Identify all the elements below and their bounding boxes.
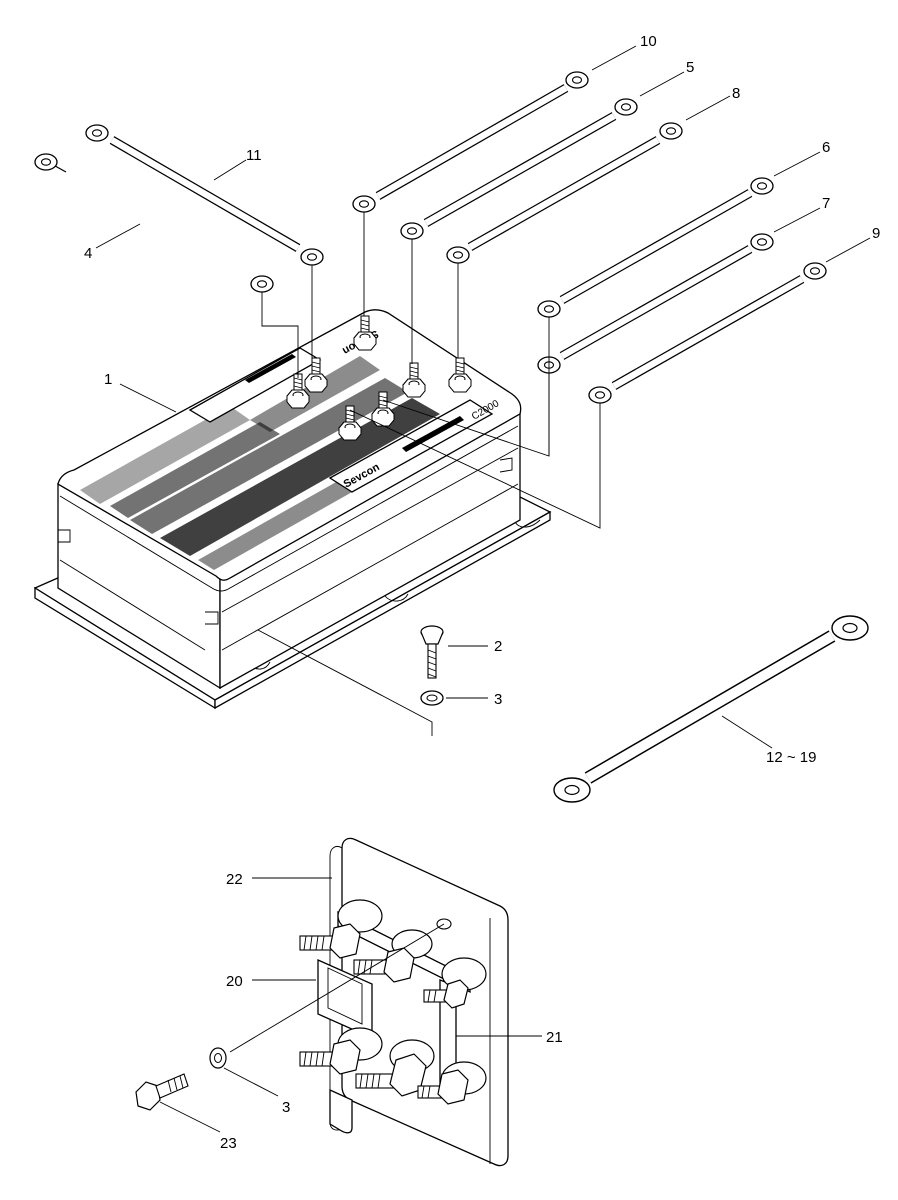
- cable-5: [400, 98, 638, 240]
- callout-4: 4: [84, 245, 92, 262]
- callout-6: 6: [822, 139, 830, 156]
- callout-22: 22: [226, 871, 243, 888]
- callout-3: 3: [494, 691, 502, 708]
- callout-21: 21: [546, 1029, 563, 1046]
- heatsink-fins: [80, 356, 462, 570]
- callout-11: 11: [246, 147, 262, 164]
- callout-9: 9: [872, 225, 880, 242]
- terminal-bolt: [417, 1069, 469, 1105]
- washer-3-bottom: [209, 1047, 227, 1069]
- cable-7: [537, 233, 774, 374]
- washer-3: [420, 690, 444, 706]
- cable-4: [34, 153, 274, 293]
- screw-2: [420, 625, 444, 679]
- cable-9: [588, 262, 827, 404]
- callout-20: 20: [226, 973, 243, 990]
- terminal-bolt: [423, 979, 469, 1009]
- barcode-top: [245, 354, 296, 383]
- callout-7: 7: [822, 195, 830, 212]
- terminal-bolt: [299, 1039, 361, 1075]
- controller-unit: Sevcon Sevcon C2000: [33, 309, 552, 710]
- barcode-front: [402, 416, 464, 452]
- callout-2: 2: [494, 638, 502, 655]
- bolt-23: [135, 1073, 189, 1111]
- assembly-lines: [257, 212, 601, 736]
- callout-10: 10: [640, 33, 657, 50]
- cable-8: [446, 122, 683, 264]
- cable-11: [85, 124, 324, 266]
- cable-12-19: [553, 615, 869, 803]
- callout-8: 8: [732, 85, 740, 102]
- cable-6: [537, 177, 774, 318]
- callout-5: 5: [686, 59, 694, 76]
- callout-12-19: 12 ~ 19: [766, 749, 816, 766]
- callout-23: 23: [220, 1135, 237, 1152]
- terminal-bolt: [299, 923, 361, 959]
- callout-1: 1: [104, 371, 112, 388]
- leader-lines: [95, 45, 871, 1133]
- callout-3-bottom: 3: [282, 1099, 290, 1116]
- cable-10: [352, 71, 589, 213]
- terminal-bolt: [355, 1053, 427, 1097]
- terminal-block: [299, 837, 509, 1167]
- bolt-axis-line: [229, 923, 445, 1053]
